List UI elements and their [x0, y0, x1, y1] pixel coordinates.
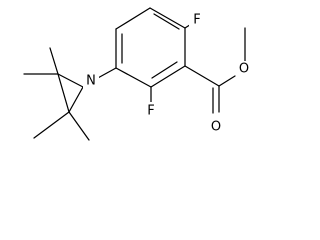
methyl-upper-1 [49, 47, 59, 75]
ring-double-inner-1 [153, 13, 180, 30]
atom-labels: F O O F N [83, 12, 252, 135]
structure-canvas: F O O F N [23, 7, 252, 141]
ring-bond-6 [115, 7, 151, 30]
bond-ring-carbonyl [184, 65, 220, 87]
atom-f-top: F [193, 13, 200, 28]
atom-o-ester: O [239, 62, 249, 77]
atom-n-aziridine: N [86, 74, 96, 89]
methyl-lower-1 [33, 111, 70, 139]
ring-double-inner-2 [151, 61, 178, 79]
ring-bond-4 [115, 67, 152, 88]
aziridine-bond-n-upper [57, 73, 84, 88]
ring-bond-1 [149, 7, 186, 29]
atom-o-carbonyl: O [211, 120, 221, 135]
aziridine-bond-c-c [57, 73, 70, 113]
atom-f-bottom: F [147, 104, 154, 119]
methyl-lower-2 [68, 111, 90, 141]
bond-ring-n [95, 67, 117, 80]
bonds [23, 7, 246, 141]
ring-bond-3 [150, 65, 186, 88]
molecule-structure: F O O F N [23, 7, 252, 141]
bond-carbonyl-o-ester [218, 75, 236, 87]
aziridine-bond-n-lower [68, 86, 84, 113]
